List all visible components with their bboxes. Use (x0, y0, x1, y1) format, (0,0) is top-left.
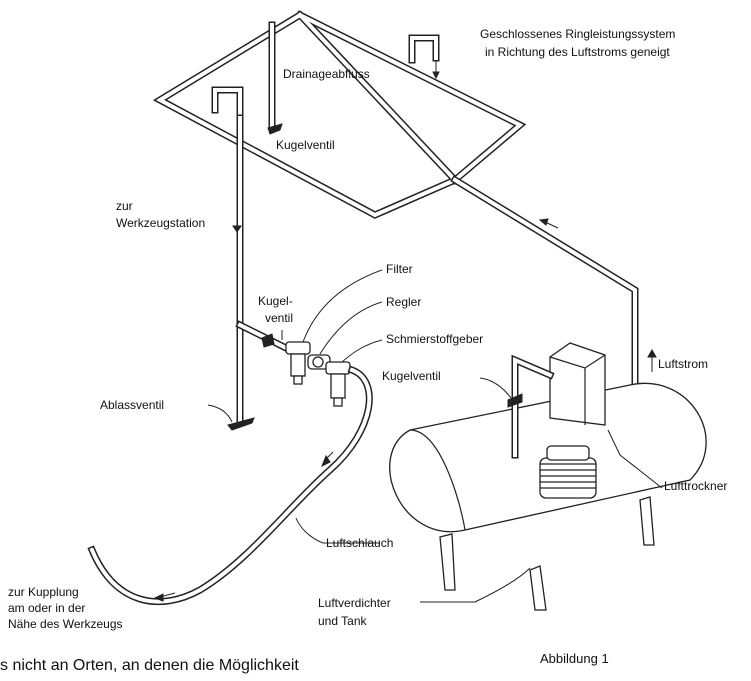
leader-lines (207, 269, 663, 603)
airflow-label: Luftstrom (658, 357, 709, 371)
dryer-label: Lufttrockner (664, 479, 728, 493)
dryer-outlet-pipe (507, 354, 555, 459)
lubricator-label: Schmierstoffgeber (386, 332, 484, 346)
bottom-text-fragment: s nicht an Orten, an denen die Möglichke… (0, 657, 299, 674)
regulator-unit (307, 354, 331, 370)
supply-pipe-to-dryer (450, 175, 639, 426)
compressor-stack (539, 445, 597, 499)
air-dryer-box (549, 342, 606, 426)
filter-label: Filter (386, 262, 413, 276)
coupling-label-line1: zur Kupplung (8, 585, 79, 599)
air-hose (87, 365, 373, 606)
compressor-label-line2: und Tank (318, 614, 367, 628)
tool-station-drop-pipe (211, 86, 244, 424)
loop-system-label-line1: Geschlossenes Ringleistungssystem (480, 27, 676, 41)
regulator-label: Regler (386, 295, 422, 309)
figure-caption: Abbildung 1 (540, 651, 609, 666)
tool-station-label-line1: zur (116, 199, 133, 213)
arrow-up-icon (647, 348, 657, 358)
drain-leg-pipe (267, 21, 283, 135)
hose-label: Luftschlauch (326, 536, 394, 550)
ball-valve-right-label: Kugelventil (382, 369, 441, 383)
ball-valve-top-label: Kugelventil (276, 138, 335, 152)
frl-branch-pipe (235, 320, 295, 355)
filter-unit (285, 341, 311, 385)
drain-valve-label: Ablassventil (100, 398, 165, 412)
tool-station-label-line2: Werkzeugstation (116, 216, 206, 230)
drain-label: Drainageabfluss (283, 67, 370, 81)
lubricator-unit (325, 361, 351, 407)
coupling-label-line3: Nähe des Werkzeugs (8, 617, 123, 631)
gooseneck-top-right (408, 34, 440, 80)
ball-valve-mid-label-line2: ventil (265, 311, 294, 325)
coupling-label-line2: am oder in der (8, 601, 86, 615)
loop-system-label-line2: in Richtung des Luftstroms geneigt (485, 45, 670, 59)
ball-valve-mid-label-line1: Kugel- (258, 294, 293, 308)
compressor-label-line1: Luftverdichter (318, 596, 391, 610)
drain-valve-shape (227, 417, 255, 431)
flow-arrow-head (232, 225, 242, 233)
